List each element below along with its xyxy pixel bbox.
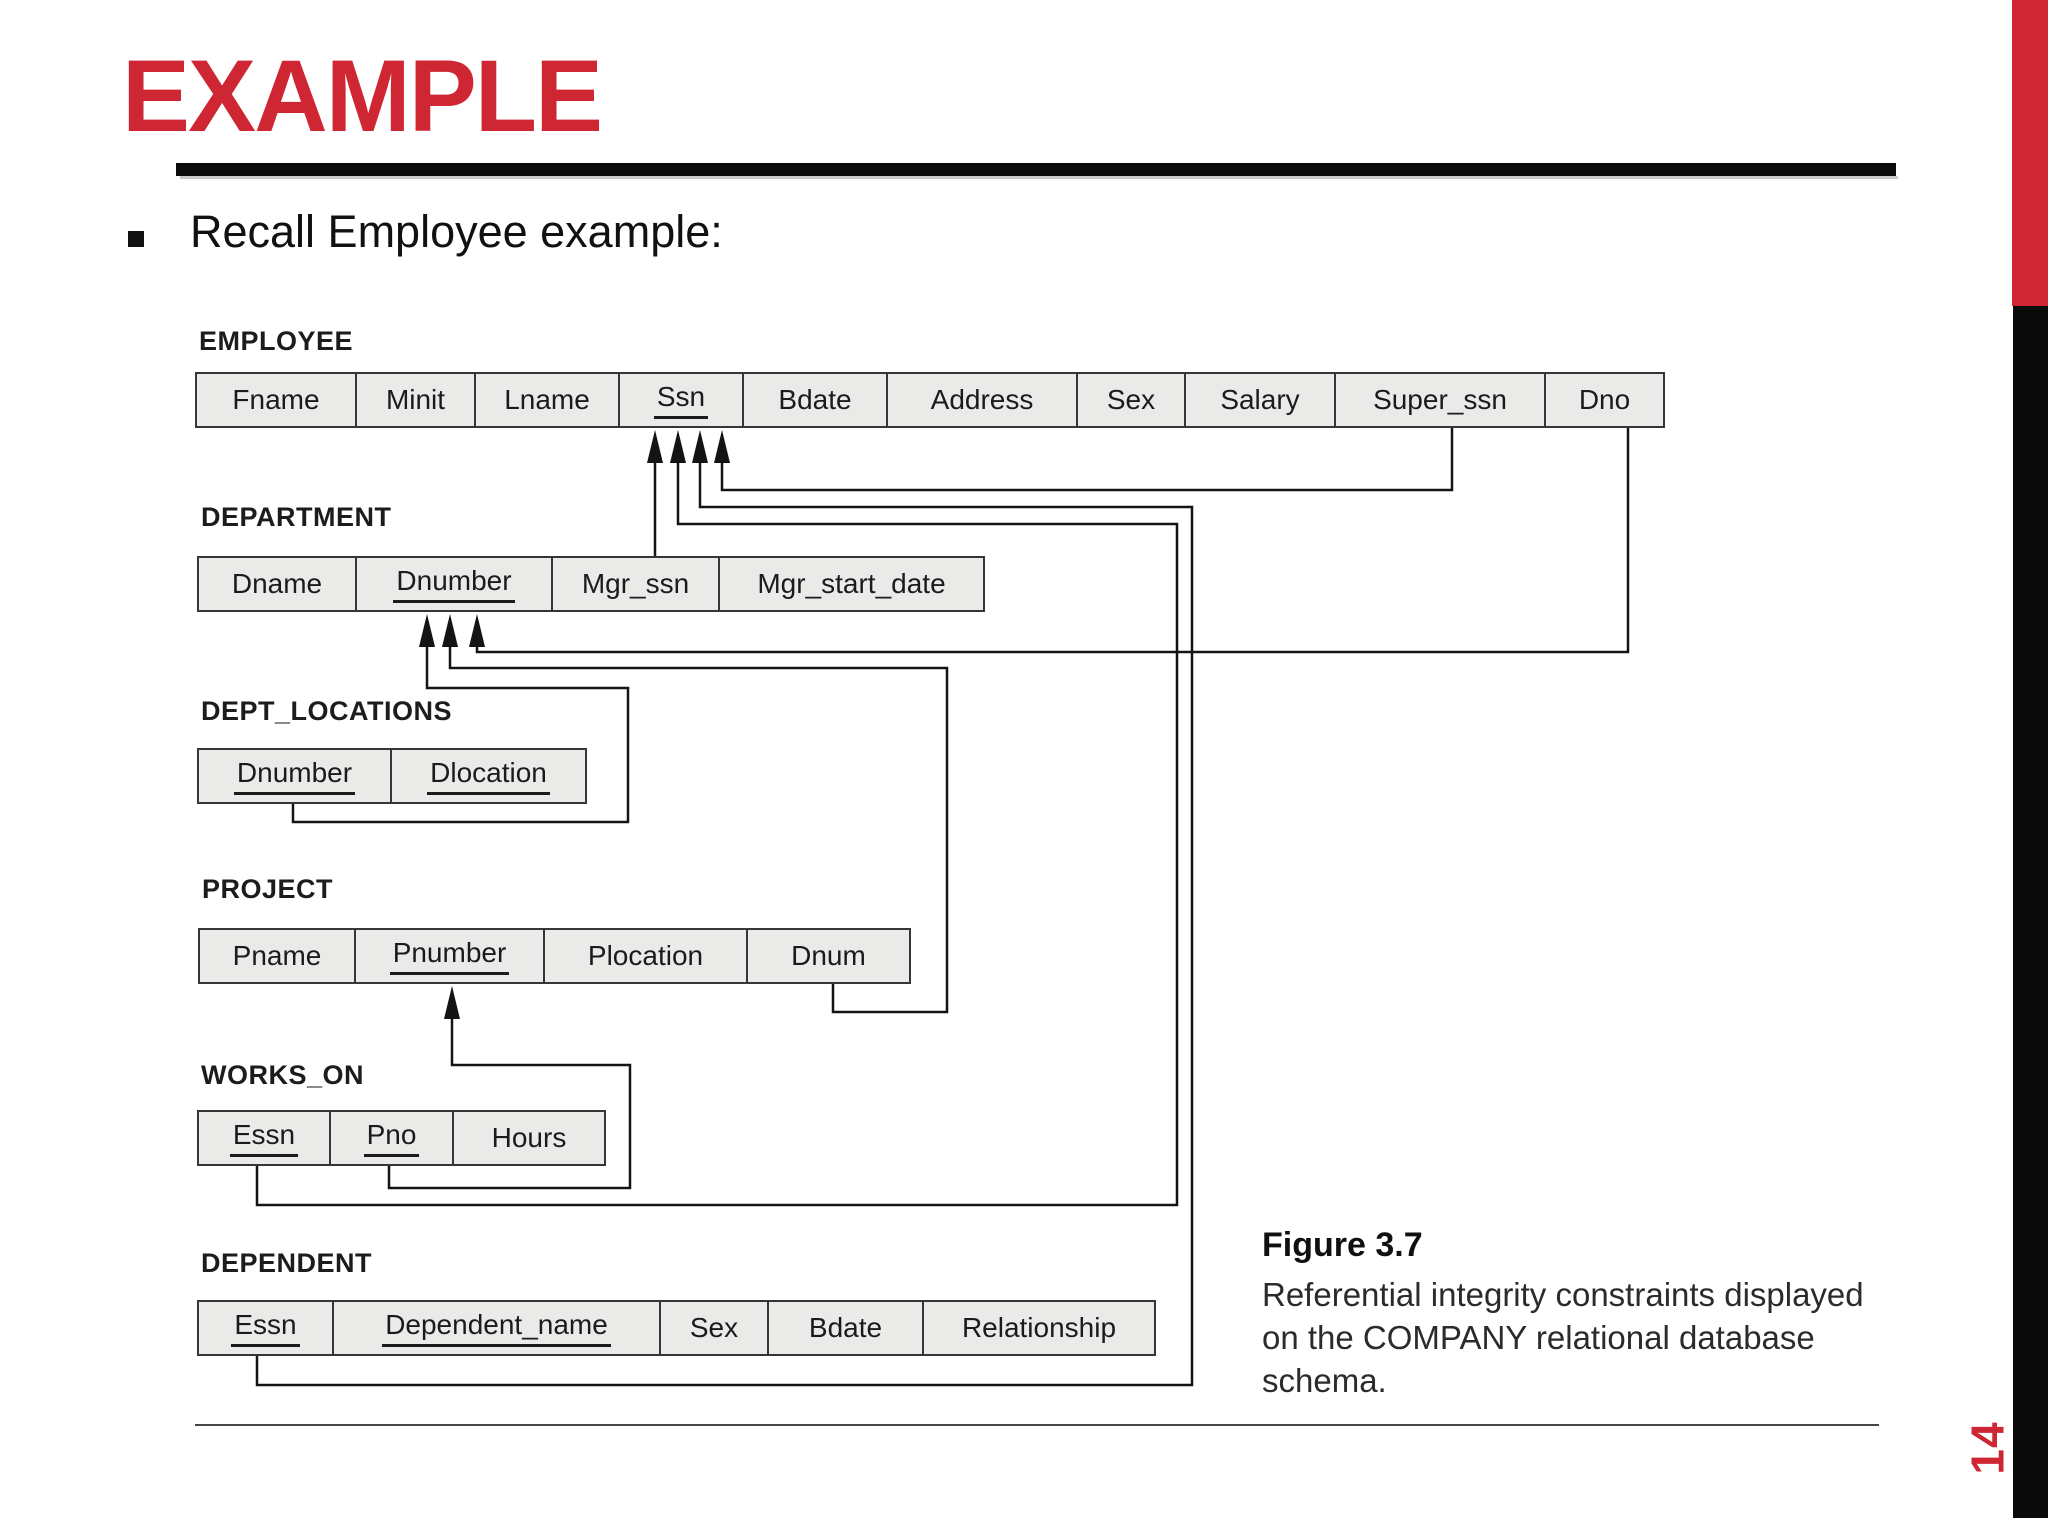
table-row-works_on: Essn Pno Hours (197, 1110, 606, 1166)
cell-works_on-pno: Pno (329, 1110, 454, 1166)
key-attribute: Essn (229, 1119, 299, 1157)
cell-works_on-hours: Hours (452, 1110, 606, 1166)
attribute: Super_ssn (1373, 384, 1507, 415)
arrowhead-icon (442, 614, 458, 647)
key-attribute: Dnumber (393, 565, 515, 603)
table-row-project: Pname Pnumber Plocation Dnum (198, 928, 911, 984)
cell-employee-bdate: Bdate (742, 372, 888, 428)
cell-dependent-relationship: Relationship (922, 1300, 1156, 1356)
cell-department-dname: Dname (197, 556, 357, 612)
cell-dept_locations-dlocation: Dlocation (390, 748, 587, 804)
figure-caption-title: Figure 3.7 (1262, 1226, 1423, 1264)
fk-line-employee-super_ssn-to-employee-ssn (720, 428, 1454, 492)
cell-works_on-essn: Essn (197, 1110, 331, 1166)
slide-title: EXAMPLE (122, 39, 603, 153)
bottom-rule (195, 1424, 1879, 1426)
bullet-text: Recall Employee example: (190, 206, 723, 257)
attribute: Fname (232, 384, 320, 415)
attribute: Address (930, 384, 1034, 415)
arrowhead-icon (419, 614, 435, 647)
key-attribute: Dependent_name (382, 1309, 611, 1347)
attribute: Dno (1578, 384, 1631, 415)
table-label-department: DEPARTMENT (201, 502, 392, 532)
arrowhead-icon (692, 430, 708, 463)
cell-project-pnumber: Pnumber (354, 928, 545, 984)
cell-project-plocation: Plocation (543, 928, 748, 984)
figure-caption: Figure 3.7 Referential integrity constra… (1262, 1226, 1864, 1402)
cell-employee-sex: Sex (1076, 372, 1186, 428)
table-row-department: Dname Dnumber Mgr_ssn Mgr_start_date (197, 556, 985, 612)
title-rule (176, 163, 1896, 176)
attribute: Hours (491, 1122, 567, 1153)
cell-department-mgr_ssn: Mgr_ssn (551, 556, 720, 612)
accent-red-bar (2012, 0, 2048, 306)
attribute: Bdate (778, 384, 852, 415)
page-number: 14 (1961, 1421, 2014, 1475)
table-label-employee: EMPLOYEE (199, 326, 354, 356)
table-row-employee: Fname Minit Lname Ssn Bdate Address Sex Salary S… (195, 372, 1665, 428)
cell-dept_locations-dnumber: Dnumber (197, 748, 392, 804)
cell-dependent-essn: Essn (197, 1300, 334, 1356)
cell-project-pname: Pname (198, 928, 356, 984)
cell-employee-fname: Fname (195, 372, 357, 428)
attribute: Bdate (808, 1312, 883, 1343)
attribute: Salary (1220, 384, 1300, 415)
attribute: Pname (232, 940, 322, 971)
table-row-dependent: Essn Dependent_name Sex Bdate Relationship (197, 1300, 1156, 1356)
key-attribute: Dnumber (233, 757, 356, 795)
bullet-icon (128, 231, 144, 247)
key-attribute: Essn (231, 1309, 300, 1347)
arrowhead-icon (444, 986, 460, 1019)
key-attribute: Ssn (653, 381, 709, 419)
cell-employee-address: Address (886, 372, 1078, 428)
arrowhead-icon (714, 430, 730, 463)
cell-dependent-sex: Sex (659, 1300, 769, 1356)
figure-caption-line: schema. (1262, 1362, 1387, 1399)
title-rule-shadow (180, 176, 1898, 179)
cell-department-mgr_start_date: Mgr_start_date (718, 556, 985, 612)
table-label-works_on: WORKS_ON (201, 1060, 365, 1090)
arrowhead-icon (670, 430, 686, 463)
attribute: Dname (231, 568, 323, 599)
cell-employee-dno: Dno (1544, 372, 1665, 428)
attribute: Sex (689, 1312, 739, 1343)
cell-employee-minit: Minit (355, 372, 476, 428)
key-attribute: Dlocation (427, 757, 550, 795)
attribute: Lname (504, 384, 590, 415)
figure-caption-line: on the COMPANY relational database (1262, 1319, 1815, 1356)
cell-department-dnumber: Dnumber (355, 556, 553, 612)
attribute: Plocation (587, 940, 704, 971)
cell-dependent-dependent_name: Dependent_name (332, 1300, 661, 1356)
cell-employee-salary: Salary (1184, 372, 1336, 428)
attribute: Sex (1106, 384, 1156, 415)
table-label-project: PROJECT (202, 874, 334, 904)
attribute: Minit (385, 384, 446, 415)
cell-project-dnum: Dnum (746, 928, 911, 984)
attribute: Mgr_ssn (581, 568, 690, 599)
arrowhead-icon (647, 430, 663, 463)
fk-line-employee-dno-to-department-dnumber (475, 428, 1630, 654)
accent-black-bar (2013, 306, 2048, 1518)
attribute: Relationship (961, 1312, 1117, 1343)
attribute: Mgr_start_date (757, 568, 946, 599)
table-label-dependent: DEPENDENT (201, 1248, 373, 1278)
attribute: Dnum (791, 940, 866, 971)
table-row-dept_locations: Dnumber Dlocation (197, 748, 587, 804)
arrowhead-icon (469, 614, 485, 647)
figure-caption-line: Referential integrity constraints displa… (1262, 1276, 1864, 1313)
table-label-dept_locations: DEPT_LOCATIONS (201, 696, 453, 726)
cell-employee-super_ssn: Super_ssn (1334, 372, 1546, 428)
key-attribute: Pno (363, 1119, 420, 1157)
cell-dependent-bdate: Bdate (767, 1300, 924, 1356)
key-attribute: Pnumber (389, 937, 510, 975)
cell-employee-lname: Lname (474, 372, 620, 428)
cell-employee-ssn: Ssn (618, 372, 744, 428)
